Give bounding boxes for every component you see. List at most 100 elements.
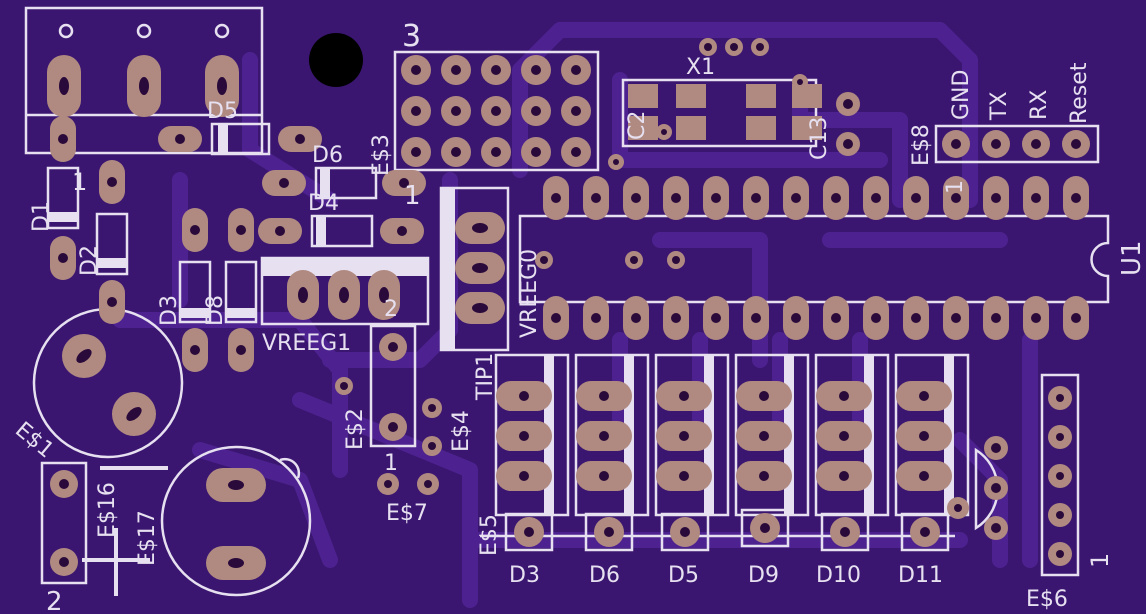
e4-label: E$4 — [449, 410, 474, 452]
e5-label: E$5 — [477, 514, 502, 556]
u1-pin — [743, 176, 769, 220]
u1-pin — [543, 296, 569, 340]
bottom-label-d11: D11 — [898, 563, 943, 588]
tip-pad — [496, 461, 552, 491]
tip-pad — [816, 381, 872, 411]
bottom-label-d3: D3 — [509, 563, 540, 588]
u1-pin — [663, 296, 689, 340]
u1-pin — [863, 176, 889, 220]
header-3-pad — [481, 137, 511, 167]
e2-label: E$2 — [343, 408, 368, 450]
crystal-outline — [621, 78, 818, 148]
c2-label: C2 — [625, 111, 650, 140]
header-3-pad — [521, 137, 551, 167]
tip-pad — [736, 381, 792, 411]
reset-label: Reset — [1067, 62, 1092, 124]
e16-label: E$16 — [95, 482, 120, 538]
serial-header-outline — [934, 124, 1100, 164]
u1-pin — [1023, 176, 1049, 220]
u1-pin — [943, 296, 969, 340]
header-3-pad — [561, 137, 591, 167]
d4-label: D4 — [308, 191, 339, 216]
tip-pad — [896, 381, 952, 411]
c13-label: C13 — [807, 117, 832, 160]
e8-pin1-label: 1 — [943, 180, 968, 194]
d5-label: D5 — [207, 99, 238, 124]
header-3-pad — [521, 96, 551, 126]
header-3-pad — [401, 55, 431, 85]
tip-pad — [816, 421, 872, 451]
d3-left-label: D3 — [157, 295, 182, 326]
header-3-pad — [561, 55, 591, 85]
vreg1-pin2-label: 2 — [384, 297, 398, 322]
tx-label: TX — [987, 91, 1012, 121]
d1-pin1-label: 1 — [72, 168, 87, 196]
header-3-pad — [401, 137, 431, 167]
u1-pin — [623, 176, 649, 220]
e6-pin1-label: 1 — [1086, 553, 1114, 568]
tip-pad — [736, 421, 792, 451]
e17-label: E$17 — [135, 510, 160, 566]
tip-pad — [496, 421, 552, 451]
u1-label: U1 — [1117, 240, 1146, 276]
d2-label: D2 — [77, 245, 102, 276]
header-3-label: 3 — [402, 19, 421, 54]
u1-pin — [983, 296, 1009, 340]
u1-pin — [703, 296, 729, 340]
e7-label: E$7 — [386, 501, 428, 526]
tip-pad — [656, 421, 712, 451]
gnd-label: GND — [949, 70, 974, 120]
u1-pin — [783, 296, 809, 340]
u1-outline — [518, 214, 1110, 304]
silkscreen-labels: 3 X1 D5 D6 D4 1 VREEG1 2 D1 D2 D3 D8 1 E… — [10, 19, 1146, 614]
u1-pin — [663, 176, 689, 220]
header-3-outline — [393, 50, 600, 172]
u1-pin — [583, 296, 609, 340]
vreg1-label: VREEG1 — [262, 331, 351, 356]
bottom-label-d9: D9 — [748, 563, 779, 588]
tip-pad — [576, 461, 632, 491]
header-3-pad — [481, 96, 511, 126]
header-3-pad — [561, 96, 591, 126]
d8-label: D8 — [203, 295, 228, 326]
tip-pad — [736, 461, 792, 491]
d1-label: D1 — [29, 201, 54, 232]
tip-pad — [576, 421, 632, 451]
tip-pad — [896, 461, 952, 491]
e6-label: E$6 — [1026, 587, 1068, 612]
d6-label: D6 — [312, 143, 343, 168]
e1-pin2-label: 2 — [46, 587, 63, 614]
vreg0-label: VREEG0 — [517, 249, 542, 338]
u1-pin — [823, 176, 849, 220]
u1-pin — [1023, 296, 1049, 340]
terminal-block-outline — [24, 6, 264, 155]
u1-pin — [743, 296, 769, 340]
header-3-pad — [401, 96, 431, 126]
u1-pin — [543, 176, 569, 220]
u1-pin — [903, 176, 929, 220]
u1-pin — [903, 296, 929, 340]
u1-pin — [863, 296, 889, 340]
e3-label: E$3 — [369, 134, 394, 176]
header-3-pad — [521, 55, 551, 85]
u1-pin — [943, 176, 969, 220]
header-3-pad — [481, 55, 511, 85]
u1-pin — [703, 176, 729, 220]
rx-label: RX — [1027, 90, 1052, 120]
tip1-label: TIP1 — [473, 353, 498, 401]
u1-pin — [1063, 176, 1089, 220]
u1-pin — [1063, 296, 1089, 340]
e8-label: E$8 — [909, 124, 934, 166]
tip-pad — [496, 381, 552, 411]
tip-pad — [896, 421, 952, 451]
bottom-label-d5: D5 — [668, 563, 699, 588]
header-3-pad — [441, 137, 471, 167]
x1-label: X1 — [686, 55, 715, 80]
bottom-label-d6: D6 — [589, 563, 620, 588]
u1-pin — [623, 296, 649, 340]
u1-pin — [583, 176, 609, 220]
d6-pin1-label: 1 — [404, 181, 421, 211]
capacitor-2-outline — [160, 445, 312, 597]
tip-pad — [656, 381, 712, 411]
